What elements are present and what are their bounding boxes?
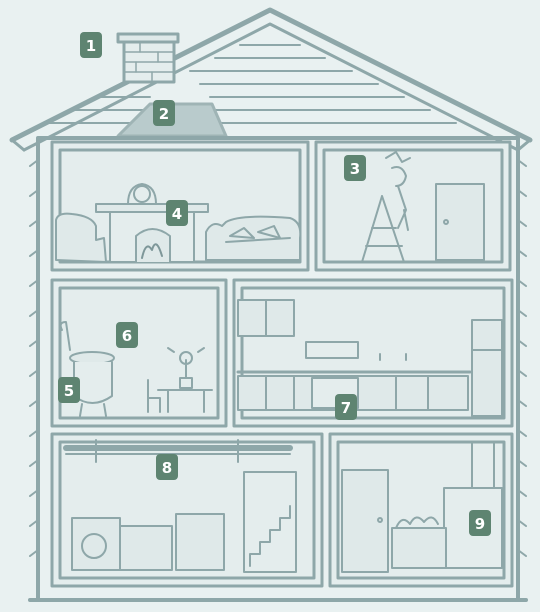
roof xyxy=(12,10,530,150)
marker-8[interactable]: 8 xyxy=(156,454,178,480)
marker-7-label: 7 xyxy=(341,399,351,417)
marker-3[interactable]: 3 xyxy=(344,155,366,181)
marker-5[interactable]: 5 xyxy=(58,377,80,403)
marker-9[interactable]: 9 xyxy=(469,510,491,536)
chimney-icon xyxy=(118,34,178,82)
marker-4-label: 4 xyxy=(172,205,182,223)
marker-4[interactable]: 4 xyxy=(166,200,188,226)
marker-6-label: 6 xyxy=(122,327,132,345)
marker-1[interactable]: 1 xyxy=(80,32,102,58)
marker-2-label: 2 xyxy=(159,105,169,123)
marker-9-label: 9 xyxy=(475,515,485,533)
marker-1-label: 1 xyxy=(86,37,96,55)
marker-3-label: 3 xyxy=(350,160,360,178)
marker-6[interactable]: 6 xyxy=(116,322,138,348)
marker-2[interactable]: 2 xyxy=(153,100,175,126)
marker-7[interactable]: 7 xyxy=(335,394,357,420)
marker-5-label: 5 xyxy=(64,382,74,400)
marker-8-label: 8 xyxy=(162,459,172,477)
